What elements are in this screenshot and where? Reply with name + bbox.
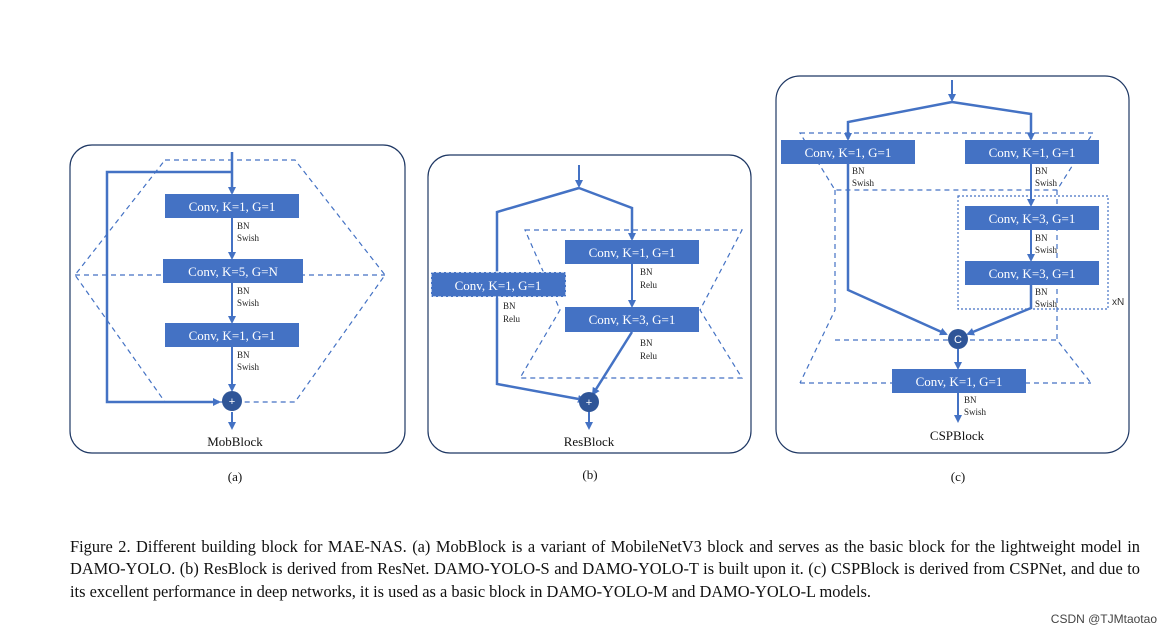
- panel-b-conv2-label: Conv, K=3, G=1: [589, 312, 676, 327]
- panel-b-dashed-region: [518, 229, 744, 379]
- panel-a-conv1-label: Conv, K=1, G=1: [189, 199, 276, 214]
- panel-c-frame: [775, 75, 1130, 454]
- panel-b-conv1-label: Conv, K=1, G=1: [589, 245, 676, 260]
- panel-b-tag: (b): [582, 467, 597, 482]
- panel-a-bn1: BN: [237, 221, 250, 231]
- panel-c-act-left: Swish: [852, 178, 875, 188]
- panel-b-arrow-2: [591, 331, 634, 396]
- panel-c-conv-r2-box: [965, 261, 1099, 285]
- panel-a-conv2-label: Conv, K=5, G=N: [188, 264, 278, 279]
- panel-c-conv-right-box: [965, 140, 1099, 164]
- watermark: CSDN @TJMtaotao: [1050, 612, 1157, 626]
- panel-b-side-conv-label: Conv, K=1, G=1: [455, 278, 542, 293]
- panel-c-conv-out-label: Conv, K=1, G=1: [916, 374, 1003, 389]
- panel-b-bn2: BN: [640, 338, 653, 348]
- panel-b-title: ResBlock: [564, 434, 615, 449]
- panel-c-conv-left-box: [781, 140, 915, 164]
- panel-a-conv3-label: Conv, K=1, G=1: [189, 328, 276, 343]
- panel-c-tag: (c): [951, 469, 965, 484]
- panel-c-conv-r2-label: Conv, K=3, G=1: [989, 266, 1076, 281]
- panel-c-conv-r1-box: [965, 206, 1099, 230]
- panel-a-dashed-region: [74, 159, 386, 403]
- panel-a-act2: Swish: [237, 298, 260, 308]
- panel-c-conv-out-box: [892, 369, 1026, 393]
- panel-c-bn-right: BN: [1035, 166, 1048, 176]
- panel-c-repeat-label: xN: [1112, 297, 1124, 308]
- panel-b-add-node: [579, 392, 599, 412]
- panel-c: xN Conv, K=1, G=1 Conv, K=1, G=1 Conv, K…: [775, 75, 1130, 484]
- panel-a-add-node: [222, 391, 242, 411]
- panel-c-act-right: Swish: [1035, 178, 1058, 188]
- panel-c-dashed-left-side: [799, 190, 836, 384]
- panel-c-bn-r2: BN: [1035, 287, 1048, 297]
- panel-c-repeat-region: [957, 195, 1109, 310]
- panel-c-conv-right-label: Conv, K=1, G=1: [989, 145, 1076, 160]
- figure-caption: Figure 2. Different building block for M…: [70, 537, 1140, 601]
- panel-c-concat-symbol: C: [954, 334, 962, 346]
- panel-c-act-r1: Swish: [1035, 245, 1058, 255]
- panel-a-conv2-box: [163, 259, 303, 283]
- panel-a-skip-connection: [105, 170, 232, 406]
- panel-c-bn-r1: BN: [1035, 233, 1048, 243]
- panel-b: Conv, K=1, G=1 Conv, K=1, G=1 Conv, K=3,…: [427, 154, 752, 482]
- panel-b-act2: Relu: [640, 351, 657, 361]
- panel-c-conv-r1-label: Conv, K=3, G=1: [989, 211, 1076, 226]
- panel-b-act1: Relu: [640, 280, 657, 290]
- panel-b-bn1: BN: [640, 267, 653, 277]
- panel-c-act-r2: Swish: [1035, 299, 1058, 309]
- panel-a-act3: Swish: [237, 362, 260, 372]
- panel-a: Conv, K=1, G=1 Conv, K=5, G=N Conv, K=1,…: [69, 144, 406, 484]
- panel-c-dashed-right-side: [1056, 190, 1092, 384]
- panel-a-conv1-box: [165, 194, 299, 218]
- panel-b-side-bn: BN: [503, 301, 516, 311]
- panel-b-split-left: [495, 186, 586, 403]
- panel-c-conv-left-label: Conv, K=1, G=1: [805, 145, 892, 160]
- panel-c-bn-left: BN: [852, 166, 865, 176]
- panel-b-add-symbol: +: [586, 397, 592, 409]
- panel-c-act-out: Swish: [964, 407, 987, 417]
- panel-b-side-conv-box: [430, 271, 567, 298]
- panel-a-conv3-box: [165, 323, 299, 347]
- panel-a-add-symbol: +: [229, 396, 235, 408]
- panel-b-side-act: Relu: [503, 314, 520, 324]
- panel-c-bn-out: BN: [964, 395, 977, 405]
- panel-a-frame: [69, 144, 406, 454]
- panel-c-split-right: [951, 100, 1035, 141]
- panel-c-left-branch: [846, 164, 948, 336]
- panel-c-split-left: [844, 100, 953, 141]
- panel-c-title: CSPBlock: [930, 428, 985, 443]
- panel-b-conv2-box: [565, 307, 699, 332]
- figure-diagrams: Conv, K=1, G=1 Conv, K=5, G=N Conv, K=1,…: [69, 75, 1130, 484]
- panel-a-tag: (a): [228, 469, 242, 484]
- panel-a-title: MobBlock: [207, 434, 263, 449]
- panel-b-conv1-box: [565, 240, 699, 264]
- panel-a-bn3: BN: [237, 350, 250, 360]
- panel-b-frame: [427, 154, 752, 454]
- panel-a-act1: Swish: [237, 233, 260, 243]
- panel-a-bn2: BN: [237, 286, 250, 296]
- panel-b-split-right: [578, 186, 636, 241]
- panel-c-right-branch: [966, 285, 1033, 336]
- panel-c-concat-node: [948, 329, 968, 349]
